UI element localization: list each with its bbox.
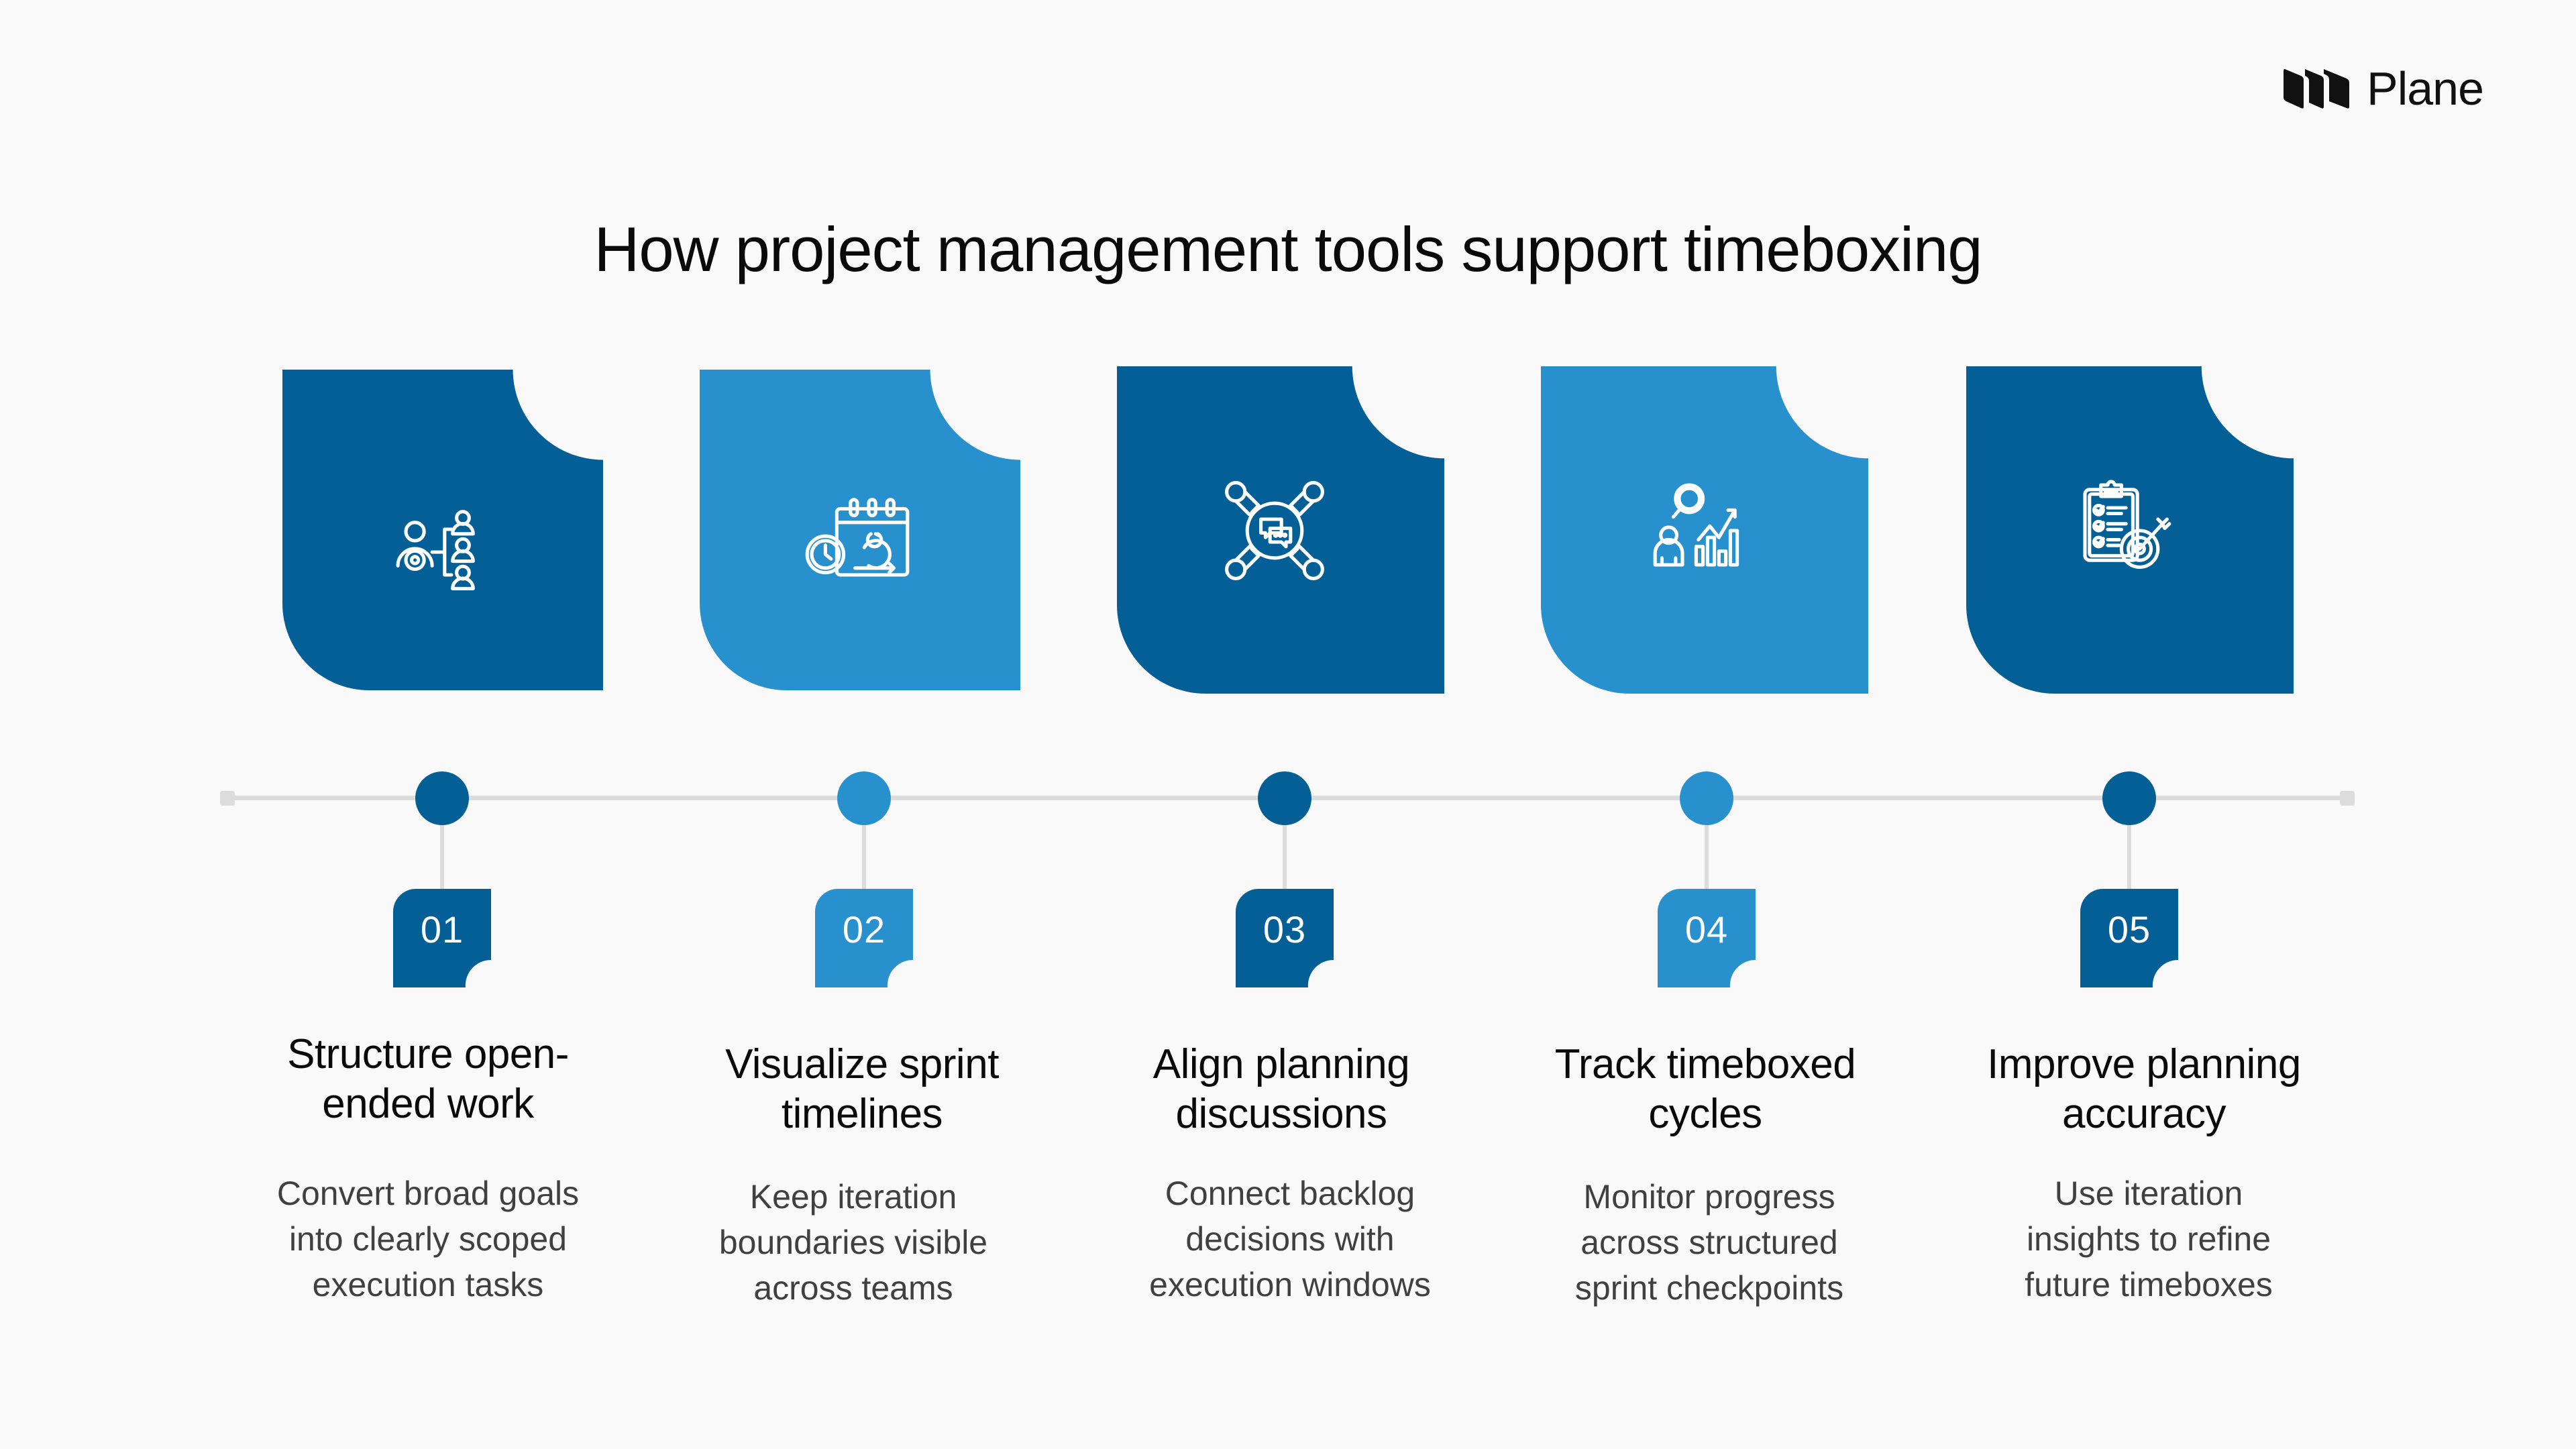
- heading-line: ended work: [322, 1081, 534, 1127]
- badge-shape: [393, 889, 491, 987]
- heading-line: discussions: [1175, 1091, 1387, 1137]
- step-number-badge-4: 04: [1658, 889, 1756, 987]
- step-heading-2: Visualize sprint timelines: [654, 1040, 1070, 1139]
- step-number: 04: [1684, 908, 1729, 951]
- badge-shape: [1658, 889, 1756, 987]
- team-discussion-icon: [1225, 481, 1324, 580]
- step-number-badge-5: 05: [2080, 889, 2178, 987]
- heading-line: Track timeboxed: [1554, 1041, 1856, 1087]
- step-number: 03: [1263, 908, 1307, 951]
- step-heading-1: Structure open- ended work: [220, 1030, 636, 1129]
- step-heading-5: Improve planning accuracy: [1936, 1040, 2352, 1139]
- heading-line: Visualize sprint: [725, 1041, 999, 1087]
- description-line: Monitor progress: [1583, 1178, 1835, 1216]
- description-line: Connect backlog: [1165, 1175, 1415, 1212]
- description-line: sprint checkpoints: [1574, 1269, 1844, 1307]
- step-number-badge-3: 03: [1236, 889, 1334, 987]
- step-number: 01: [420, 908, 464, 951]
- heading-line: Align planning: [1152, 1041, 1410, 1087]
- manager-team-hierarchy-icon: [396, 510, 475, 590]
- step-description-4: Monitor progress across structured sprin…: [1501, 1174, 1917, 1311]
- step-card-3: [1117, 366, 1444, 694]
- badge-shape: [1236, 889, 1334, 987]
- heading-line: timelines: [781, 1091, 943, 1137]
- timeline-node-3: [1258, 771, 1311, 825]
- step-number-badge-2: 02: [815, 889, 913, 987]
- plane-logo-icon: [2284, 68, 2349, 109]
- timeline-end-marker: [2340, 791, 2355, 806]
- step-description-5: Use iteration insights to refine future …: [1941, 1171, 2357, 1307]
- badge-shape: [2080, 889, 2178, 987]
- card-shape: [700, 370, 1020, 690]
- step-card-5: [1966, 366, 2294, 694]
- timeline-node-1: [415, 771, 469, 825]
- timeline-connector-1: [440, 822, 444, 890]
- timeline-connector-5: [2127, 822, 2131, 890]
- checklist-target-icon: [2083, 480, 2171, 569]
- description-line: Convert broad goals: [276, 1175, 580, 1212]
- person-search-analytics-icon: [1653, 483, 1739, 567]
- step-heading-4: Track timeboxed cycles: [1497, 1040, 1913, 1139]
- heading-line: cycles: [1648, 1091, 1762, 1137]
- step-card-2: [700, 370, 1020, 690]
- page-title: How project management tools support tim…: [594, 214, 1982, 284]
- step-card-4: [1541, 366, 1868, 694]
- timeline-connector-4: [1705, 822, 1709, 890]
- heading-line: Improve planning: [1987, 1041, 2301, 1087]
- step-heading-3: Align planning discussions: [1073, 1040, 1489, 1139]
- timeline-node-5: [2102, 771, 2156, 825]
- step-number-badge-1: 01: [393, 889, 491, 987]
- step-number: 05: [2107, 908, 2151, 951]
- step-description-1: Convert broad goals into clearly scoped …: [220, 1171, 636, 1307]
- description-line: across structured: [1580, 1224, 1838, 1261]
- description-line: decisions with: [1185, 1220, 1395, 1258]
- timeline-connector-2: [862, 822, 866, 890]
- description-line: into clearly scoped: [288, 1220, 568, 1258]
- brand-name: Plane: [2367, 62, 2484, 115]
- card-shape: [1966, 366, 2294, 694]
- step-card-1: [282, 370, 603, 690]
- description-line: execution windows: [1149, 1266, 1431, 1303]
- brand-logo: Plane: [2282, 62, 2484, 115]
- description-line: future timeboxes: [2025, 1266, 2273, 1303]
- description-line: boundaries visible: [718, 1224, 988, 1261]
- card-shape: [282, 370, 603, 690]
- heading-line: accuracy: [2061, 1091, 2226, 1137]
- timeline-node-2: [837, 771, 891, 825]
- description-line: Keep iteration: [749, 1178, 957, 1216]
- badge-shape: [815, 889, 913, 987]
- description-line: execution tasks: [312, 1266, 544, 1303]
- description-line: across teams: [753, 1269, 953, 1307]
- heading-line: Structure open-: [287, 1031, 569, 1077]
- step-number: 02: [842, 908, 886, 951]
- timeline-connector-3: [1283, 822, 1287, 890]
- calendar-clock-sprint-icon: [805, 498, 910, 577]
- step-description-2: Keep iteration boundaries visible across…: [645, 1174, 1061, 1311]
- description-line: Use iteration: [2054, 1175, 2243, 1212]
- timeline-node-4: [1680, 771, 1733, 825]
- step-description-3: Connect backlog decisions with execution…: [1082, 1171, 1498, 1307]
- description-line: insights to refine: [2026, 1220, 2271, 1258]
